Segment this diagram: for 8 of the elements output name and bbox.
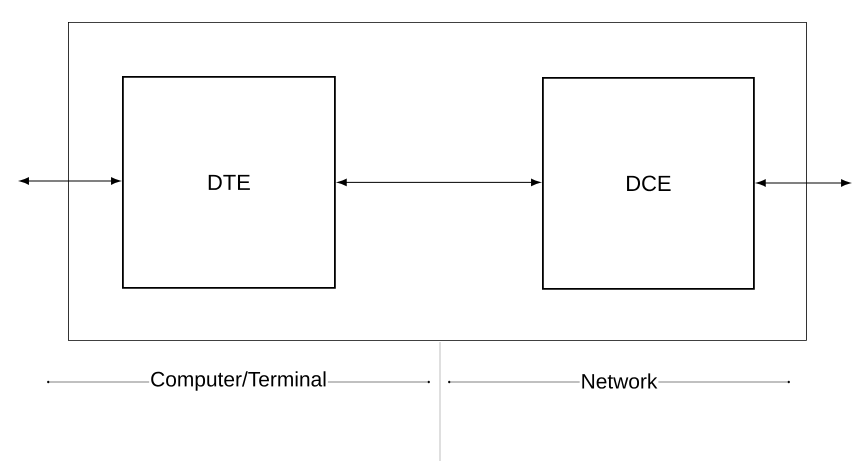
process-box: DTE bbox=[122, 76, 336, 289]
arrow bbox=[337, 178, 540, 186]
arrow bbox=[756, 179, 850, 187]
arrow bbox=[20, 177, 120, 185]
span-label: Computer/Terminal bbox=[149, 370, 328, 392]
system-frame bbox=[68, 22, 807, 341]
process-box: DCE bbox=[542, 77, 755, 290]
span-label: Network bbox=[580, 372, 658, 390]
